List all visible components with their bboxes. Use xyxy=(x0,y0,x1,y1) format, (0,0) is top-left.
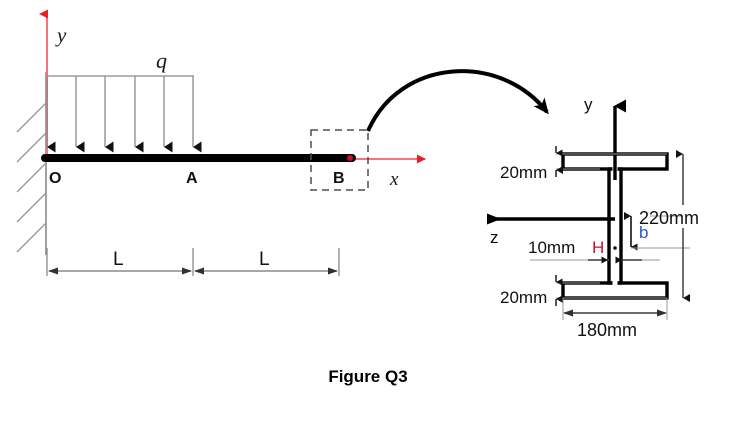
dim-total-height xyxy=(650,150,690,302)
distributed-load-q xyxy=(46,75,202,153)
beam-diagram-group: y x q O A B xyxy=(16,9,549,276)
dim-bottom-flange xyxy=(555,275,667,306)
node-label-o: O xyxy=(49,170,61,187)
load-label-q: q xyxy=(156,48,167,73)
dim-b xyxy=(624,212,690,251)
detail-callout-box xyxy=(310,129,369,191)
centroid-marker-label: H xyxy=(592,238,604,257)
dim-label-top-flange: 20mm xyxy=(500,163,547,182)
span-dimensions xyxy=(46,248,340,276)
web-bottom-join-patch xyxy=(612,280,618,287)
callout-curved-arrow xyxy=(366,69,549,132)
dim-label-flange-width: 180mm xyxy=(577,320,637,340)
dim-label-total-height: 220mm xyxy=(639,208,699,228)
beam-axis-x-label: x xyxy=(389,169,399,190)
cross-section-group: y z 20mm 20mm xyxy=(487,95,699,340)
dim-label-bottom-flange: 20mm xyxy=(500,288,547,307)
node-label-b: B xyxy=(333,170,345,187)
beam-axis-y-label: y xyxy=(55,23,67,47)
dim-label-b: b xyxy=(639,223,648,242)
section-axis-z-label: z xyxy=(490,228,499,247)
node-label-a: A xyxy=(186,170,198,187)
fixed-support-wall xyxy=(16,72,47,255)
figure-caption: Figure Q3 xyxy=(328,367,407,386)
dim-label-web-thickness: 10mm xyxy=(528,238,575,257)
span-label-right: L xyxy=(259,249,270,270)
centroid-point xyxy=(613,246,617,250)
beam-end-marker-b xyxy=(347,155,353,161)
dim-flange-width xyxy=(562,298,668,320)
section-axis-y-label: y xyxy=(584,95,593,114)
dim-top-flange xyxy=(555,146,667,177)
span-label-left: L xyxy=(113,249,124,270)
